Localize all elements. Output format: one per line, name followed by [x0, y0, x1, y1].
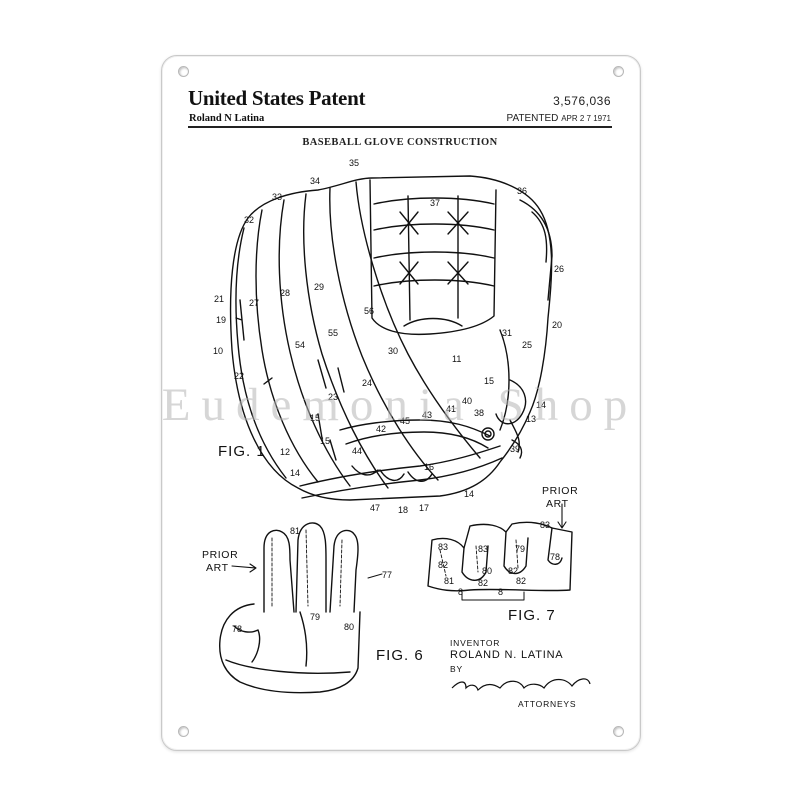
- fig7-numeral-7: 82: [508, 566, 518, 576]
- inventor-name-header: Roland N Latina: [189, 113, 265, 124]
- fig6-numeral-3: 78: [232, 624, 242, 634]
- attorney-signature: [451, 678, 591, 692]
- fig1-numeral-1: 34: [310, 176, 320, 186]
- fig1-numeral-34: 15: [320, 436, 330, 446]
- fig1-numeral-4: 37: [430, 198, 440, 208]
- fig1-numeral-37: 39: [510, 444, 520, 454]
- fig1-glove-drawing: [229, 175, 553, 501]
- fig1-numeral-8: 27: [249, 298, 259, 308]
- fig1-numeral-41: 47: [370, 503, 380, 513]
- fig1-numeral-5: 32: [244, 215, 254, 225]
- fig1-numeral-42: 18: [398, 505, 408, 515]
- header-rule: [188, 126, 612, 128]
- fig1-numeral-30: 43: [422, 410, 432, 420]
- inventor-role: INVENTOR: [450, 638, 501, 648]
- fig6-numeral-1: 77: [382, 570, 392, 580]
- fig6-caption: FIG. 6: [376, 647, 424, 664]
- fig1-numeral-17: 54: [295, 340, 305, 350]
- fig1-numeral-15: 31: [502, 328, 512, 338]
- fig7-numeral-5: 82: [438, 560, 448, 570]
- fig1-reference-numerals: 35 34 33 36 37 32 26 21 27 28 29 19 56 55 20 31 10 54 30 25…: [213, 158, 564, 515]
- fig7-numeral-0: 83: [540, 520, 550, 530]
- fig1-numeral-6: 26: [554, 264, 564, 274]
- fig1-numeral-10: 29: [314, 282, 324, 292]
- fig1-numeral-39: 14: [290, 468, 300, 478]
- fig1-numeral-29: 38: [474, 408, 484, 418]
- fig1-numeral-20: 11: [452, 354, 461, 364]
- fig7-numeral-4: 78: [550, 552, 560, 562]
- inventor-block: INVENTOR ROLAND N. LATINA BY: [450, 638, 563, 674]
- fig1-numeral-36: 16: [424, 462, 434, 472]
- fig1-numeral-11: 19: [216, 315, 226, 325]
- fig1-numeral-14: 20: [552, 320, 562, 330]
- fig1-numeral-22: 24: [362, 378, 372, 388]
- fig1-numeral-24: 14: [536, 400, 546, 410]
- fig7-numeral-1: 83: [438, 542, 448, 552]
- patented-date: APR 2 7 1971: [561, 114, 611, 123]
- prior-art-right-line2: ART: [546, 498, 569, 510]
- watermark-text: Eudemonia Shop: [161, 379, 639, 431]
- fig7-numeral-9: 82: [478, 578, 488, 588]
- fig7-numeral-3: 79: [515, 544, 525, 554]
- fig7-numeral-12: 8: [498, 587, 503, 597]
- fig7-numeral-6: 80: [482, 566, 492, 576]
- fig7-numeral-2: 83: [478, 544, 488, 554]
- patent-number: 3,576,036: [553, 94, 611, 108]
- fig7-numeral-11: 8: [458, 587, 463, 597]
- fig1-numeral-23: 15: [484, 376, 494, 386]
- drawing-subtitle: BASEBALL GLOVE CONSTRUCTION: [302, 137, 498, 148]
- fig1-numeral-32: 45: [400, 416, 410, 426]
- fig7-numeral-8: 81: [444, 576, 454, 586]
- fig1-numeral-38: 12: [280, 447, 290, 457]
- fig1-numeral-12: 56: [364, 306, 374, 316]
- fig1-numeral-21: 22: [234, 371, 244, 381]
- fig1-numeral-19: 25: [522, 340, 532, 350]
- patented-label: PATENTED: [506, 113, 559, 124]
- fig1-numeral-40: 14: [464, 489, 474, 499]
- fig7-drawing: [427, 521, 573, 592]
- fig6-numeral-4: 80: [344, 622, 354, 632]
- fig1-numeral-7: 21: [214, 294, 224, 304]
- fig1-numeral-18: 30: [388, 346, 398, 356]
- fig6-numeral-0: 81: [290, 526, 300, 536]
- fig6-numeral-2: 79: [310, 612, 320, 622]
- inventor-name: ROLAND N. LATINA: [450, 649, 564, 661]
- fig1-numeral-33: 42: [376, 424, 386, 434]
- prior-art-left-line1: PRIOR: [202, 549, 238, 561]
- mounting-hole-bottom-right: [613, 726, 624, 737]
- fig1-numeral-28: 41: [446, 404, 456, 414]
- fig1-numeral-35: 44: [352, 446, 362, 456]
- fig1-numeral-26: 15: [310, 413, 320, 423]
- mounting-hole-bottom-left: [178, 726, 189, 737]
- fig1-numeral-3: 36: [517, 186, 527, 196]
- mounting-hole-top-left: [178, 66, 189, 77]
- prior-art-right-line1: PRIOR: [542, 485, 578, 497]
- fig1-numeral-31: 13: [526, 414, 536, 424]
- mounting-hole-top-right: [613, 66, 624, 77]
- fig6-glove-drawing: [219, 522, 361, 694]
- fig1-caption: FIG. 1: [218, 443, 266, 460]
- patent-date: PATENTED APR 2 7 1971: [507, 113, 611, 124]
- fig6-reference-numerals: 81 77 79 78 80: [232, 526, 392, 634]
- fig1-numeral-0: 35: [349, 158, 359, 168]
- fig7-caption: FIG. 7: [508, 607, 556, 624]
- prior-art-left-line2: ART: [206, 562, 229, 574]
- fig1-numeral-16: 10: [213, 346, 223, 356]
- fig1-numeral-9: 28: [280, 288, 290, 298]
- patent-title: United States Patent: [188, 86, 366, 110]
- fig1-numeral-25: 23: [328, 392, 338, 402]
- fig1-numeral-2: 33: [272, 192, 282, 202]
- fig7-numeral-10: 82: [516, 576, 526, 586]
- fig1-numeral-13: 55: [328, 328, 338, 338]
- fig1-numeral-43: 17: [419, 503, 429, 513]
- inventor-by: BY: [450, 664, 463, 674]
- fig1-numeral-27: 40: [462, 396, 472, 406]
- attorneys-label: ATTORNEYS: [518, 699, 577, 709]
